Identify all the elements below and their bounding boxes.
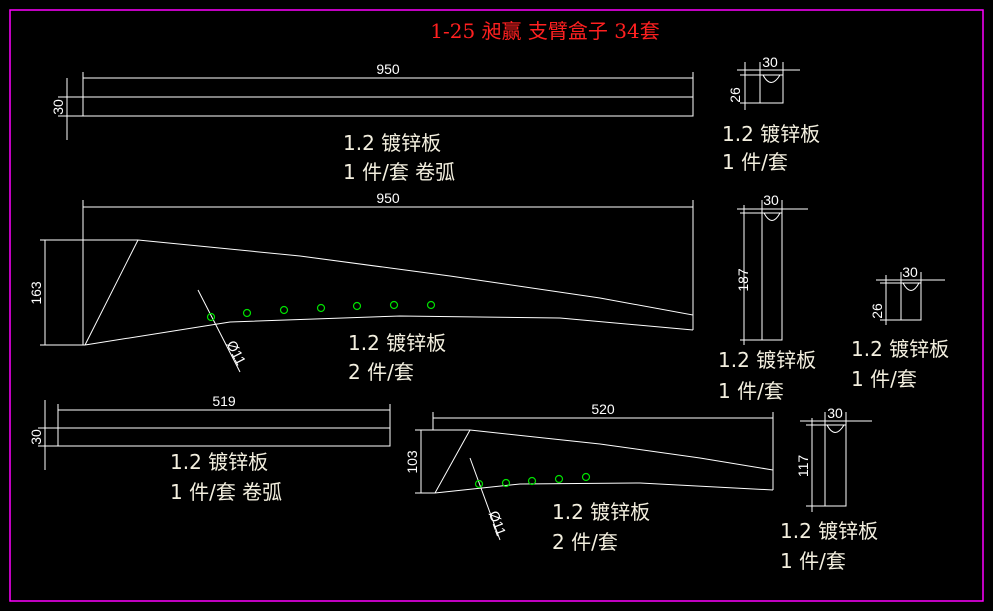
- dim-height: 117: [795, 455, 811, 478]
- dim-length: 950: [376, 61, 400, 77]
- qty-note: 2 件/套: [348, 360, 414, 384]
- dim-height: 26: [869, 303, 885, 319]
- material-note: 1.2 镀锌板: [780, 519, 878, 543]
- material-note: 1.2 镀锌板: [343, 131, 441, 155]
- part-6-strip: 519 30 1.2 镀锌板 1 件/套 卷弧: [28, 393, 391, 504]
- drawing-border: [9, 9, 984, 602]
- qty-note: 2 件/套: [552, 530, 618, 554]
- qty-note: 1 件/套: [722, 150, 788, 174]
- dim-height: 103: [404, 450, 420, 474]
- material-note: 1.2 镀锌板: [718, 348, 816, 372]
- dim-length: 520: [591, 401, 615, 417]
- dim-width: 30: [763, 192, 779, 208]
- part-4-strip: 30 187 1.2 镀锌板 1 件/套: [718, 192, 816, 403]
- part-5-end-cap: 30 26 1.2 镀锌板 1 件/套: [851, 264, 949, 391]
- qty-note: 1 件/套: [780, 549, 846, 573]
- qty-note: 1 件/套 卷弧: [170, 480, 282, 504]
- dim-width: 30: [902, 264, 918, 280]
- qty-note: 1 件/套 卷弧: [343, 160, 455, 184]
- dim-height: 26: [727, 87, 743, 103]
- dim-height: 30: [28, 429, 44, 445]
- hole-diameter: Ø11: [224, 338, 250, 368]
- dim-length: 519: [212, 393, 236, 409]
- part-7-side-profile: 520 103 Ø11 1.2 镀锌板 2 件/套: [404, 401, 774, 554]
- dim-height: 30: [50, 99, 66, 115]
- dim-width: 30: [762, 54, 778, 70]
- dim-height: 187: [735, 268, 751, 292]
- material-note: 1.2 镀锌板: [552, 500, 650, 524]
- material-note: 1.2 镀锌板: [348, 331, 446, 355]
- dim-width: 30: [827, 405, 843, 421]
- part-2-end-cap: 30 26 1.2 镀锌板 1 件/套: [722, 54, 820, 174]
- qty-note: 1 件/套: [718, 379, 784, 403]
- drawing-title: 1-25 昶赢 支臂盒子 34套: [430, 19, 659, 43]
- hole-diameter: Ø11: [486, 509, 510, 539]
- material-note: 1.2 镀锌板: [170, 450, 268, 474]
- part-3-side-profile: 950 163 Ø11 1.2 镀锌板 2 件/套: [28, 190, 694, 384]
- material-note: 1.2 镀锌板: [851, 337, 949, 361]
- part-8-strip: 30 117 1.2 镀锌板 1 件/套: [780, 405, 878, 573]
- dim-height: 163: [28, 281, 44, 305]
- part-1-strip: 950 30 1.2 镀锌板 1 件/套 卷弧: [50, 61, 694, 184]
- qty-note: 1 件/套: [851, 367, 917, 391]
- material-note: 1.2 镀锌板: [722, 122, 820, 146]
- dim-length: 950: [376, 190, 400, 206]
